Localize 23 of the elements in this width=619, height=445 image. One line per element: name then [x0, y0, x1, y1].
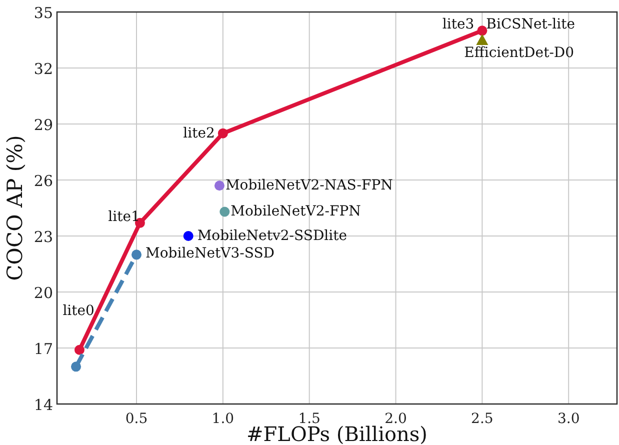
tick-label: 14 [34, 396, 53, 414]
axis-title: COCO AP (%) [3, 135, 27, 281]
tick-label: 17 [34, 340, 53, 358]
point-label: lite1 [108, 208, 140, 225]
tick-label: 35 [34, 4, 53, 22]
tick-label: 23 [34, 228, 53, 246]
tick-label: 3.0 [557, 411, 580, 427]
tick-label: 29 [34, 116, 53, 134]
tick-label: 26 [34, 172, 53, 190]
tick-label: 0.5 [125, 411, 148, 427]
point-label: lite0 [62, 302, 94, 319]
point-label: BiCSNet-lite [486, 16, 576, 33]
point-label: MobileNetV2-NAS-FPN [225, 178, 393, 194]
point-label: MobileNetV2-FPN [230, 204, 361, 220]
tick-label: 1.0 [212, 411, 234, 427]
point-label: lite3 [442, 16, 474, 33]
tick-label: 32 [34, 60, 53, 78]
point-label: MobileNetV3-SSD [146, 246, 275, 262]
tick-label: 2.5 [471, 411, 494, 427]
point-label: lite2 [183, 125, 215, 142]
tick-label: 20 [34, 284, 53, 302]
point-label: EfficientDet-D0 [464, 45, 574, 61]
point-label: MobileNetv2-SSDlite [197, 228, 348, 244]
